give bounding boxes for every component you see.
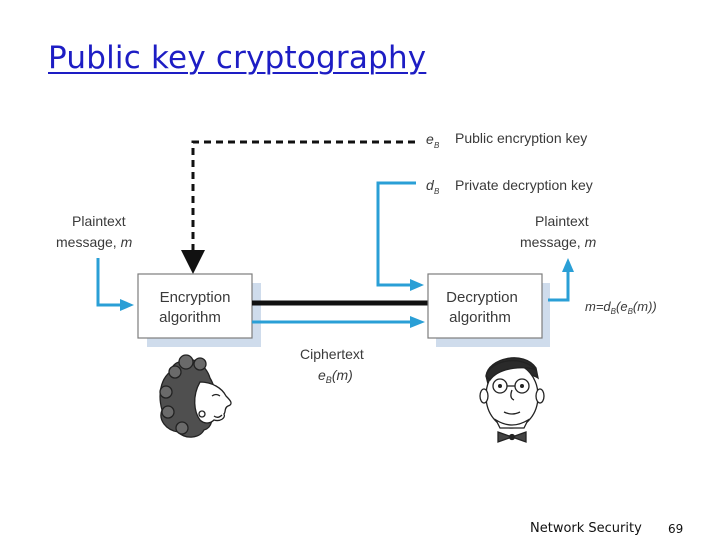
public-key-symbol: e bbox=[426, 131, 434, 147]
alice-illustration bbox=[159, 354, 232, 438]
ciphertext-channel bbox=[252, 300, 428, 328]
plaintext-in-arrow bbox=[96, 258, 134, 311]
decryption-formula: m=dB(eB(m)) bbox=[585, 299, 657, 316]
encryption-box-line1: Encryption bbox=[160, 289, 231, 306]
slide-title: Public key cryptography bbox=[48, 40, 427, 76]
decryption-box-line1: Decryption bbox=[446, 289, 518, 306]
encryption-box: Encryption algorithm bbox=[137, 273, 261, 347]
plaintext-in-line1: Plaintext bbox=[72, 213, 126, 229]
private-key-arrow bbox=[376, 181, 424, 291]
plaintext-out-line1: Plaintext bbox=[535, 213, 589, 229]
public-key-subscript: B bbox=[434, 141, 440, 150]
bob-illustration bbox=[479, 357, 545, 443]
public-key-legend: e B Public encryption key bbox=[426, 130, 587, 150]
encryption-box-line2: algorithm bbox=[159, 309, 221, 326]
ciphertext-label: Ciphertext bbox=[300, 346, 364, 362]
public-key-dashed-arrow bbox=[181, 140, 415, 274]
private-key-symbol: d bbox=[426, 177, 435, 193]
public-key-label: Public encryption key bbox=[455, 130, 587, 146]
footer-section: Network Security bbox=[530, 521, 642, 536]
private-key-legend: d B Private decryption key bbox=[426, 177, 593, 196]
plaintext-out-arrow bbox=[548, 258, 574, 302]
ciphertext-expression: eB(m) bbox=[318, 367, 353, 385]
plaintext-out-line2: message, m bbox=[520, 234, 597, 250]
plaintext-in-line2: message, m bbox=[56, 234, 133, 250]
private-key-subscript: B bbox=[434, 187, 440, 196]
private-key-label: Private decryption key bbox=[455, 177, 593, 193]
decryption-box: Decryption algorithm bbox=[427, 273, 550, 347]
footer-page-number: 69 bbox=[668, 522, 684, 536]
decryption-box-line2: algorithm bbox=[449, 309, 511, 326]
